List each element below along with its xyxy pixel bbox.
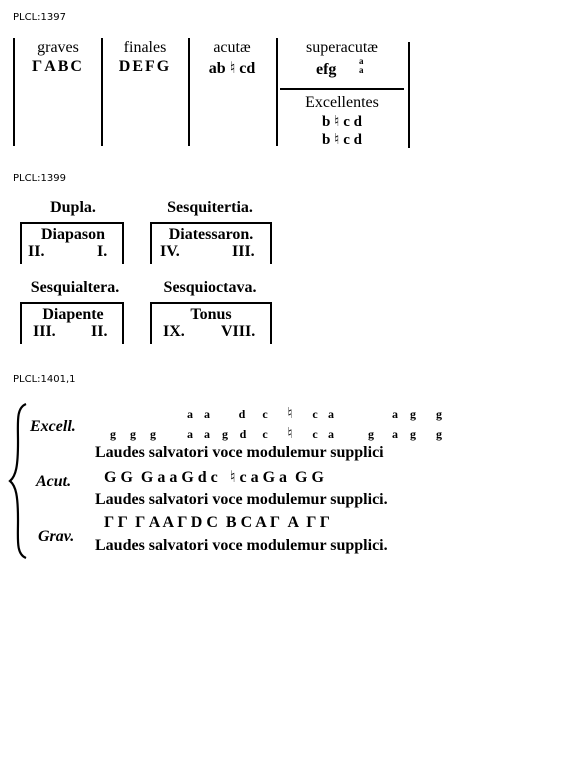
- interval-name: Diapente: [42, 306, 104, 323]
- note-letter: a: [328, 427, 334, 441]
- note-letter: g: [436, 427, 442, 441]
- excellentes-row: b ♮ c d: [322, 132, 362, 148]
- reference-label: PLCL:1401,1: [13, 374, 76, 385]
- column-title: acutæ: [213, 39, 251, 56]
- grav-notes: Γ Γ Γ A A Γ D C B C A Γ A Γ Γ: [104, 514, 330, 531]
- bar-line: [188, 38, 190, 146]
- column-notes: efg: [316, 61, 337, 78]
- acut-notes: G G G a a G d c ♮ c a G a G G: [104, 469, 324, 486]
- note-letter: c: [312, 407, 318, 421]
- note-letter: d: [239, 427, 247, 441]
- bar-line: [101, 38, 103, 146]
- voice-label-grav: Grav.: [38, 528, 75, 545]
- note-letter: g: [436, 407, 442, 421]
- note-letter: a: [204, 427, 210, 441]
- ratio-heading: Sesquitertia.: [167, 199, 253, 216]
- note-letter: g: [368, 427, 374, 441]
- box-side: [20, 302, 22, 344]
- excellentes-row: b ♮ c d: [322, 114, 362, 130]
- bar-line: [13, 38, 15, 146]
- box-top: [152, 222, 270, 224]
- note-letter: ♮: [287, 426, 293, 442]
- note-letter: g: [130, 427, 136, 441]
- box-top: [22, 302, 124, 304]
- ratio-right: III.: [232, 243, 255, 260]
- note-letter: g: [410, 427, 416, 441]
- note-letter: a: [187, 407, 193, 421]
- note-letter: a: [204, 407, 210, 421]
- lyrics-line: Laudes salvatori voce modulemur supplici…: [95, 491, 388, 508]
- bar-line: [276, 38, 278, 146]
- ratio-heading: Dupla.: [50, 199, 96, 216]
- brace: [8, 402, 27, 560]
- column-notes: DEFG: [118, 58, 172, 75]
- ratio-left: III.: [33, 323, 56, 340]
- note-letter: g: [222, 427, 228, 441]
- lyrics-line: Laudes salvatori voce modulemur supplici…: [95, 537, 388, 554]
- ratio-left: IX.: [163, 323, 185, 340]
- stacked-note-top: a: [359, 56, 364, 66]
- box-side: [150, 302, 152, 344]
- note-letter: g: [150, 427, 156, 441]
- note-letter: d: [238, 407, 246, 421]
- ratio-right: VIII.: [221, 323, 256, 340]
- column-notes: ΓABC: [32, 58, 84, 75]
- box-top: [152, 302, 270, 304]
- ratio-left: IV.: [160, 243, 180, 260]
- box-side: [270, 302, 272, 344]
- column-title: graves: [37, 39, 79, 56]
- voice-label-acut: Acut.: [36, 473, 72, 490]
- ratio-right: II.: [91, 323, 108, 340]
- ratio-heading: Sesquialtera.: [30, 279, 120, 296]
- voice-label-excell: Excell.: [30, 418, 76, 435]
- bar-line: [408, 42, 410, 148]
- divider: [280, 88, 404, 90]
- column-notes: ab ♮ cd: [208, 60, 256, 77]
- reference-label: PLCL:1397: [13, 12, 66, 23]
- ratio-left: II.: [28, 243, 45, 260]
- ratio-right: I.: [97, 243, 108, 260]
- box-side: [122, 222, 124, 264]
- reference-label: PLCL:1399: [13, 173, 66, 184]
- note-letter: a: [392, 427, 398, 441]
- ratio-heading: Sesquioctava.: [163, 279, 257, 296]
- interval-name: Diapason: [40, 226, 106, 243]
- note-letter: c: [312, 427, 318, 441]
- note-letter: g: [110, 427, 116, 441]
- interval-name: Diatessaron.: [168, 226, 254, 243]
- box-side: [122, 302, 124, 344]
- lyrics-line: Laudes salvatori voce modulemur supplici: [95, 444, 384, 461]
- stacked-note-bottom: a: [359, 65, 364, 75]
- note-letter: a: [187, 427, 193, 441]
- box-top: [22, 222, 124, 224]
- note-letter: c: [262, 407, 268, 421]
- column-title: superacutæ: [306, 39, 378, 56]
- box-side: [150, 222, 152, 264]
- note-letter: a: [328, 407, 334, 421]
- note-letter: g: [410, 407, 416, 421]
- note-letter: a: [392, 407, 398, 421]
- excellentes-title: Excellentes: [305, 94, 379, 111]
- note-letter: ♮: [287, 406, 293, 422]
- box-side: [20, 222, 22, 264]
- note-letter: c: [262, 427, 268, 441]
- interval-name: Tonus: [190, 306, 232, 323]
- column-title: finales: [123, 39, 167, 56]
- box-side: [270, 222, 272, 264]
